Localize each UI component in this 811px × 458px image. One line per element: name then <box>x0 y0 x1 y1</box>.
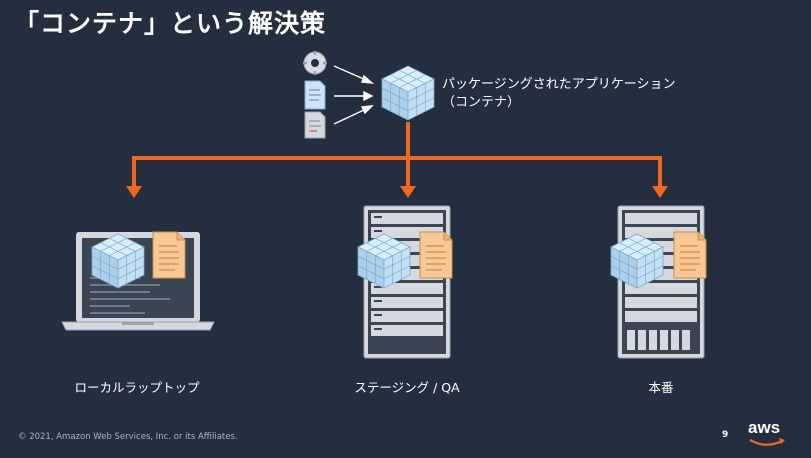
target-label-staging: ステージング / QA <box>354 380 460 395</box>
config-file-icon <box>304 111 326 139</box>
target-label-production: 本番 <box>648 380 674 395</box>
page-number: 9 <box>722 430 729 440</box>
arrow-heads <box>126 186 668 198</box>
gear-icon <box>303 51 327 75</box>
copyright-footer: © 2021, Amazon Web Services, Inc. or its… <box>18 432 238 442</box>
target-label-laptop: ローカルラップトップ <box>74 380 200 395</box>
aws-smile-icon <box>749 438 785 446</box>
input-arrows <box>333 65 375 125</box>
packaged-application-label-line2: （コンテナ） <box>442 95 521 110</box>
code-file-icon <box>304 80 326 110</box>
aws-logo-text: aws <box>748 418 781 437</box>
document-icon <box>673 231 707 279</box>
packaged-application-label: パッケージングされたアプリケーション （コンテナ） <box>442 76 675 112</box>
container-cube-icon <box>381 65 435 121</box>
document-icon <box>419 231 453 279</box>
packaged-application-label-line1: パッケージングされたアプリケーション <box>442 77 676 92</box>
document-icon <box>152 231 186 279</box>
aws-logo: aws <box>748 418 790 450</box>
distribution-arrows <box>132 122 662 188</box>
slide-title: 「コンテナ」という解決策 <box>14 9 327 38</box>
